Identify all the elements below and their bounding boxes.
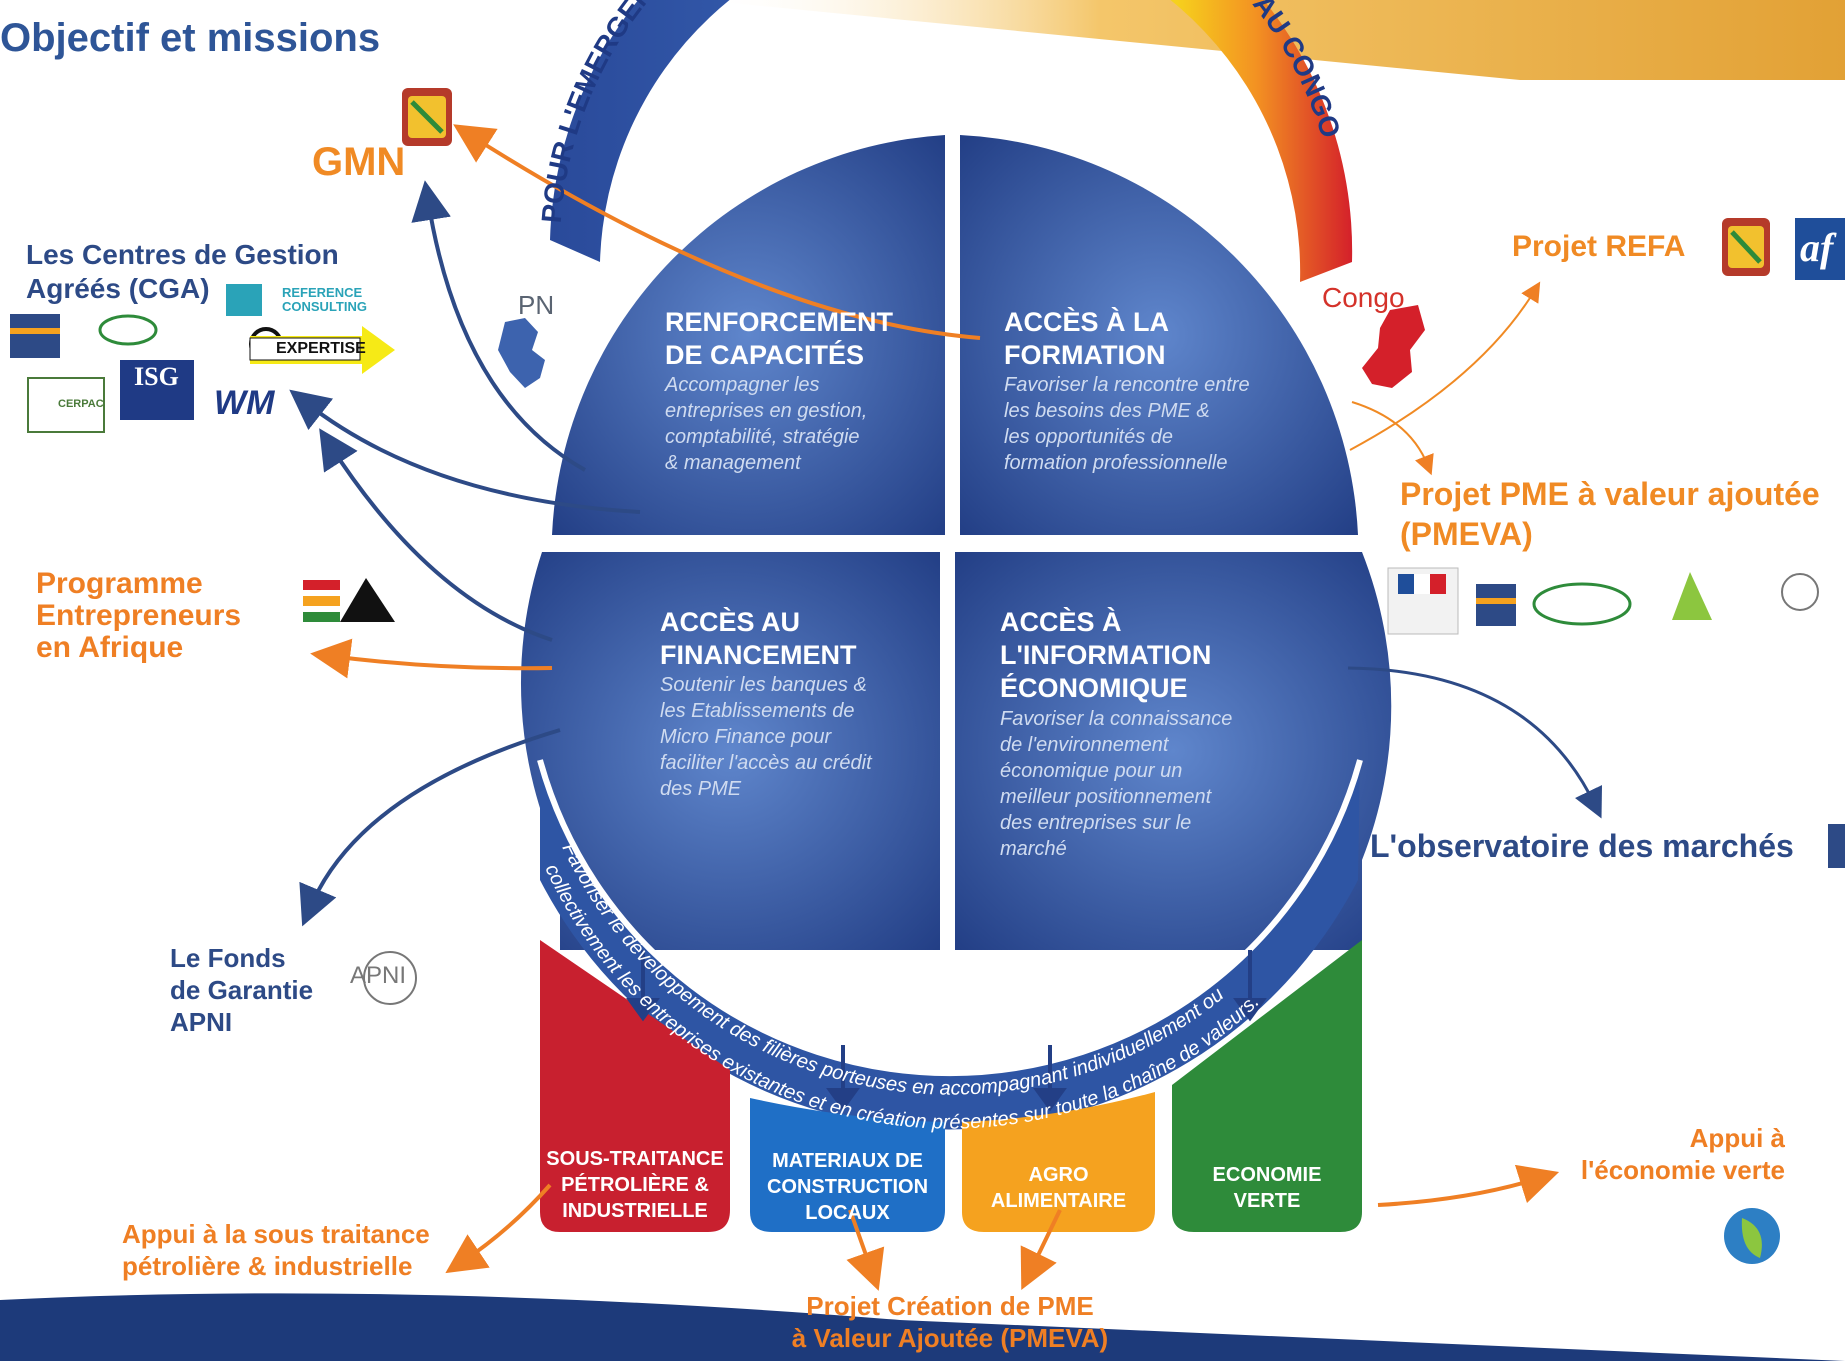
partner-refa: Projet REFA: [1512, 230, 1686, 263]
quadrant-top-right-shape: [960, 135, 1358, 535]
logo-pmeva-2: [1476, 584, 1516, 626]
logo-reference-consulting-text: REFERENCE CONSULTING: [282, 285, 367, 314]
quadrant-formation-title: ACCÈS À LA FORMATION: [1004, 307, 1170, 370]
logo-apni: [363, 951, 417, 1005]
logo-cerpac: [27, 377, 105, 433]
congo-map: [1362, 305, 1425, 388]
filieres-title: APPUI AUX FILIÈRES: [810, 979, 1075, 1009]
logo-afd-text: af: [1800, 225, 1834, 270]
partner-programme-entrepreneurs: Programme Entrepreneurs en Afrique: [36, 567, 242, 664]
banner-arc: [550, 0, 1353, 282]
logo-observatoire: [1828, 824, 1845, 868]
partner-creation-pme: Projet Création de PME à Valeur Ajoutée …: [791, 1291, 1109, 1353]
logo-isg: [120, 360, 194, 420]
box-agro-label: AGRO ALIMENTAIRE: [990, 1164, 1127, 1212]
page-title: Objectif et missions: [0, 16, 381, 60]
box-sous-traitance-shape: [540, 940, 730, 1232]
box-verte-label: ECONOMIE VERTE: [1212, 1164, 1322, 1212]
logo-pea-stripes: [303, 580, 340, 590]
quadrant-top-left-shape: [552, 135, 945, 535]
partner-fonds-garantie: Le Fonds de Garantie APNI: [170, 943, 314, 1037]
box-materiaux-label: MATERIAUX DE CONSTRUCTION LOCAUX: [766, 1150, 929, 1224]
logo-isg-text: ISG: [134, 362, 179, 391]
logo-pea-a: [340, 578, 395, 622]
logo-expertise-text: EXPERTISE: [276, 340, 366, 357]
logo-wm-text: WM: [214, 384, 275, 422]
map-label-pn: PN: [518, 290, 555, 320]
bottom-blue-band: [0, 1293, 1845, 1361]
box-verte-shape: [1172, 940, 1362, 1232]
quadrant-information-title: ACCÈS À L'INFORMATION ÉCONOMIQUE: [1000, 607, 1212, 703]
logo-apni-text: APNI: [350, 962, 407, 989]
partner-economie-verte: Appui à l'économie verte: [1580, 1123, 1785, 1185]
partner-observatoire: L'observatoire des marchés: [1370, 828, 1794, 864]
logo-cga-1: [10, 314, 60, 358]
logo-cerpac-text: CERPAC: [58, 398, 104, 410]
quadrant-renforcement-text: Accompagner les entreprises en gestion, …: [665, 374, 868, 474]
quadrant-information-text: Favoriser la connaissance de l'environne…: [1000, 708, 1233, 860]
connectors: [289, 124, 1602, 1291]
partner-cga: Les Centres de Gestion Agréés (CGA): [26, 239, 339, 304]
gmn-coat-of-arms-logo: [402, 88, 452, 146]
box-agro-shape: [962, 1092, 1155, 1232]
quadrant-financement-title: ACCÈS AU FINANCEMENT: [660, 607, 857, 670]
filieres-arc-band: [540, 760, 1360, 1130]
logo-pmeva-tree: [1781, 573, 1819, 611]
logo-reference-consulting-mark: [226, 284, 262, 316]
map-label-congo: Congo: [1322, 282, 1405, 313]
quadrant-bottom-right-shape: [955, 552, 1392, 950]
quadrant-renforcement-title: RENFORCEMENT DE CAPACITÉS: [665, 307, 893, 370]
box-materiaux-shape: [750, 1098, 945, 1232]
down-arrows: [626, 950, 1267, 1112]
quadrant-bottom-left-shape: [520, 552, 940, 950]
logo-cga-jf: [98, 314, 158, 346]
afd-logo-box: [1795, 218, 1845, 280]
partner-gmn: GMN: [312, 140, 406, 184]
pn-map: [498, 318, 545, 388]
partner-sous-traitance: Appui à la sous traitance pétrolière & i…: [122, 1219, 430, 1281]
quadrant-formation-text: Favoriser la rencontre entre les besoins…: [1004, 374, 1250, 474]
refa-coat-of-arms-logo: [1722, 218, 1770, 276]
logo-pmeva-leaf: [1672, 572, 1712, 620]
quadrant-financement-text: Soutenir les banques & les Etablissement…: [660, 674, 872, 800]
box-sous-traitance-label: SOUS-TRAITANCE PÉTROLIÈRE & INDUSTRIELLE: [546, 1148, 724, 1222]
partner-pmeva: Projet PME à valeur ajoutée (PMEVA): [1400, 476, 1820, 552]
logo-pmeva-jf: [1532, 582, 1632, 626]
